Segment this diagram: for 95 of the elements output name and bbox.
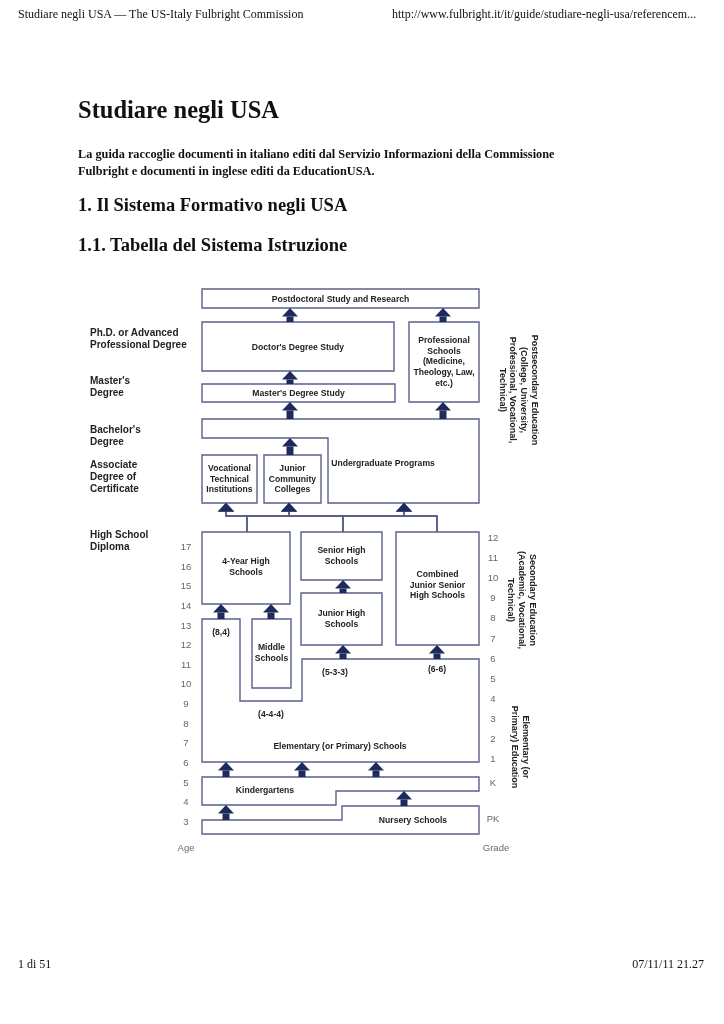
arrow	[435, 402, 451, 419]
grade-number: K	[489, 776, 497, 788]
box-label: (6-6)	[426, 663, 448, 675]
box-label: Junior Community Colleges	[267, 462, 318, 496]
box-label: (4-4-4)	[257, 708, 285, 720]
timestamp: 07/11/11 21.27	[632, 957, 704, 972]
stage-box	[202, 532, 290, 604]
stage-box	[202, 419, 479, 503]
page-title: Studiare negli USA	[78, 96, 280, 124]
box-label: (5-3-3)	[321, 666, 349, 678]
stage-box	[202, 619, 479, 762]
arrow	[282, 402, 298, 419]
grade-number: 4	[490, 692, 496, 704]
stage-box	[202, 384, 395, 402]
grade-number: 7	[490, 632, 496, 643]
arrow	[218, 762, 234, 777]
stage-label: Postsecondary Education (College, University, Professional, Vocational, Technical)	[496, 333, 540, 448]
age-number: 13	[180, 619, 192, 631]
arrow	[282, 371, 298, 384]
section-heading: 1.1. Tabella del Sistema Istruzione	[78, 235, 348, 256]
box-label: Elementary (or Primary) Schools	[272, 740, 408, 752]
stage-box	[264, 455, 321, 503]
box-label: Professional Schools (Medicine, Theology, Law, etc.)	[412, 335, 476, 389]
degree-label: Bachelor's Degree	[90, 424, 142, 448]
arrow	[294, 762, 310, 777]
stage-box	[252, 619, 291, 688]
box-label: Master's Degree Study	[251, 387, 346, 399]
box-label: Nursery Schools	[377, 814, 449, 826]
box-label: Middle Schools	[253, 642, 290, 664]
grade-number: 3	[490, 712, 496, 724]
age-number: 14	[180, 599, 192, 611]
stage-box	[202, 777, 479, 805]
grade-number: 2	[490, 732, 496, 744]
box-label: Undergraduate Programs	[330, 457, 436, 469]
grade-number: 12	[487, 531, 499, 543]
grade-number: 6	[490, 652, 496, 664]
stage-label: Elementary (or Primary) Education	[509, 704, 531, 791]
page-number: 1 di 51	[18, 957, 52, 972]
arrow	[335, 580, 351, 593]
age-number: 12	[180, 638, 192, 650]
age-number: 8	[183, 717, 189, 729]
arrow	[263, 604, 279, 619]
axis-label: Age	[177, 841, 195, 853]
degree-label: Associate Degree of Certificate	[90, 459, 140, 495]
age-number: 4	[183, 795, 189, 807]
grade-number: 10	[487, 571, 499, 583]
stage-box	[301, 593, 382, 645]
age-number: 17	[180, 540, 192, 552]
grade-number: 11	[488, 551, 498, 563]
degree-label: High School Diploma	[90, 529, 150, 553]
degree-label: Master's Degree	[90, 375, 132, 399]
box-label: Kindergartens	[234, 784, 296, 796]
box-label: Junior High Schools	[316, 608, 367, 630]
age-number: 15	[180, 579, 192, 591]
age-number: 6	[183, 756, 189, 768]
arrow	[282, 438, 298, 455]
stage-box	[409, 322, 479, 402]
box-label: Doctor's Degree Study	[250, 341, 346, 352]
stage-box	[202, 289, 479, 308]
grade-number: 8	[490, 611, 496, 623]
arrow	[396, 791, 412, 806]
arrow	[282, 308, 298, 322]
grade-number: 5	[490, 672, 496, 684]
box-label: 4-Year High Schools	[221, 556, 271, 578]
grade-number: PK	[486, 812, 500, 824]
stage-box	[202, 455, 257, 503]
age-number: 5	[183, 776, 189, 788]
age-number: 3	[183, 815, 189, 827]
section-heading: 1. Il Sistema Formativo negli USA	[78, 195, 348, 216]
age-number: 11	[181, 658, 191, 670]
stage-box	[301, 532, 382, 580]
age-number: 10	[180, 677, 192, 689]
age-number: 16	[180, 560, 192, 572]
stage-box	[396, 532, 479, 645]
stage-label: Secondary Education (Academic, Vocational, Technical)	[505, 550, 539, 651]
arrow	[396, 503, 438, 533]
grade-number: 9	[490, 591, 496, 603]
degree-label: Ph.D. or Advanced Professional Degree	[90, 327, 188, 351]
arrow	[368, 762, 384, 777]
box-label: Combined Junior Senior High Schools	[408, 568, 467, 602]
stage-box	[202, 806, 479, 834]
intro-paragraph: La guida raccoglie documenti in italiano editi dal Servizio Informazioni della Commissione Fulbright e documenti in inglese editi da EducationUSA.	[78, 146, 556, 180]
axis-label: Grade	[482, 841, 510, 853]
age-number: 9	[183, 697, 189, 709]
header-text: Studiare negli USA — The US-Italy Fulbright Commission	[18, 7, 304, 22]
box-label: Postdoctoral Study and Research	[270, 293, 411, 304]
arrow	[435, 308, 451, 322]
box-label: Vocational Technical Institutions	[205, 462, 254, 496]
age-number: 7	[183, 736, 189, 748]
grade-number: 1	[490, 752, 496, 764]
box-label: (8,4)	[211, 626, 231, 638]
stage-box	[202, 322, 394, 371]
arrow	[213, 604, 229, 619]
box-label: Senior High Schools	[316, 545, 367, 567]
page-url: http://www.fulbright.it/it/guide/studiare-negli-usa/referencem...	[392, 7, 697, 22]
